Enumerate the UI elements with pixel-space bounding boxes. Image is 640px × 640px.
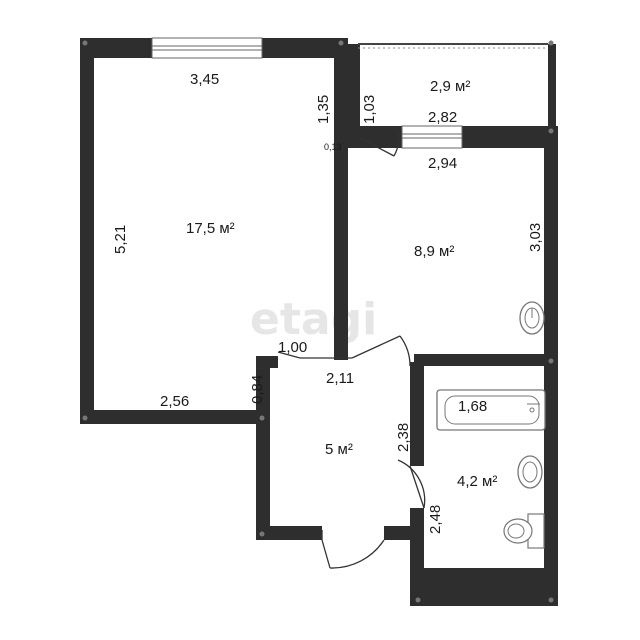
- wall-living-top-left: [80, 38, 152, 58]
- wall-kitchen-top: [462, 126, 558, 148]
- dim-wall-103: 1,03: [361, 95, 378, 124]
- room-area-kitchen: 8,9 м²: [414, 243, 454, 260]
- bathtub-icon: [436, 389, 546, 431]
- wall-balcony-right: [548, 44, 556, 130]
- window-icon: [151, 37, 263, 59]
- wall-kitchen-top-left: [346, 126, 402, 148]
- dim-balcony-bottom: 2,82: [428, 109, 457, 126]
- bath-sink-icon: [517, 455, 543, 489]
- corner-markers: [82, 40, 554, 603]
- wall-kitchen-bottom-right: [414, 354, 558, 366]
- wall-hall-left: [256, 356, 270, 540]
- walls: [80, 38, 558, 606]
- toilet-icon: [503, 513, 545, 549]
- wall-balcony-left: [346, 44, 360, 148]
- dim-hall-right: 2,38: [395, 423, 412, 452]
- wall-living-top-right: [262, 38, 342, 58]
- wall-hall-top-left: [256, 356, 278, 368]
- room-area-bathroom: 4,2 м²: [457, 473, 497, 490]
- room-area-hall: 5 м²: [325, 441, 353, 458]
- dim-living-bottom: 2,56: [160, 393, 189, 410]
- wall-bath-bottom: [410, 568, 558, 606]
- wall-living-right-lower: [334, 148, 348, 360]
- dim-wall-135: 1,35: [315, 95, 332, 124]
- wall-living-right-upper: [334, 38, 348, 148]
- door-swing-icon: [277, 129, 426, 569]
- dim-bath-left: 2,48: [427, 505, 444, 534]
- dim-kitchen-top: 2,94: [428, 155, 457, 172]
- dim-bath-tub: 1,68: [458, 398, 487, 415]
- dim-living-top: 3,45: [190, 71, 219, 88]
- balcony-window: [358, 43, 548, 49]
- room-area-living: 17,5 м²: [186, 220, 235, 237]
- wall-kitchen-right: [544, 126, 558, 358]
- dim-living-left: 5,21: [112, 225, 129, 254]
- dim-hall-top: 2,11: [326, 370, 354, 387]
- dim-living-corner: 0,84: [249, 375, 266, 404]
- dim-hall-door: 1,00: [278, 339, 307, 356]
- dim-kitchen-right: 3,03: [527, 223, 544, 252]
- hall-floor: [270, 368, 410, 526]
- wall-bath-left-upper: [410, 362, 424, 466]
- wall-hall-bottom-left: [256, 526, 322, 540]
- dim-wall-013: 0,13: [324, 142, 342, 152]
- wall-living-left: [80, 38, 94, 424]
- room-area-balcony: 2,9 м²: [430, 78, 470, 95]
- kitchen-balcony-door: [401, 125, 463, 149]
- sink-icon: [519, 301, 545, 335]
- wall-bath-right: [544, 356, 558, 606]
- wall-living-bottom: [80, 410, 266, 424]
- watermark: etagi: [250, 294, 377, 345]
